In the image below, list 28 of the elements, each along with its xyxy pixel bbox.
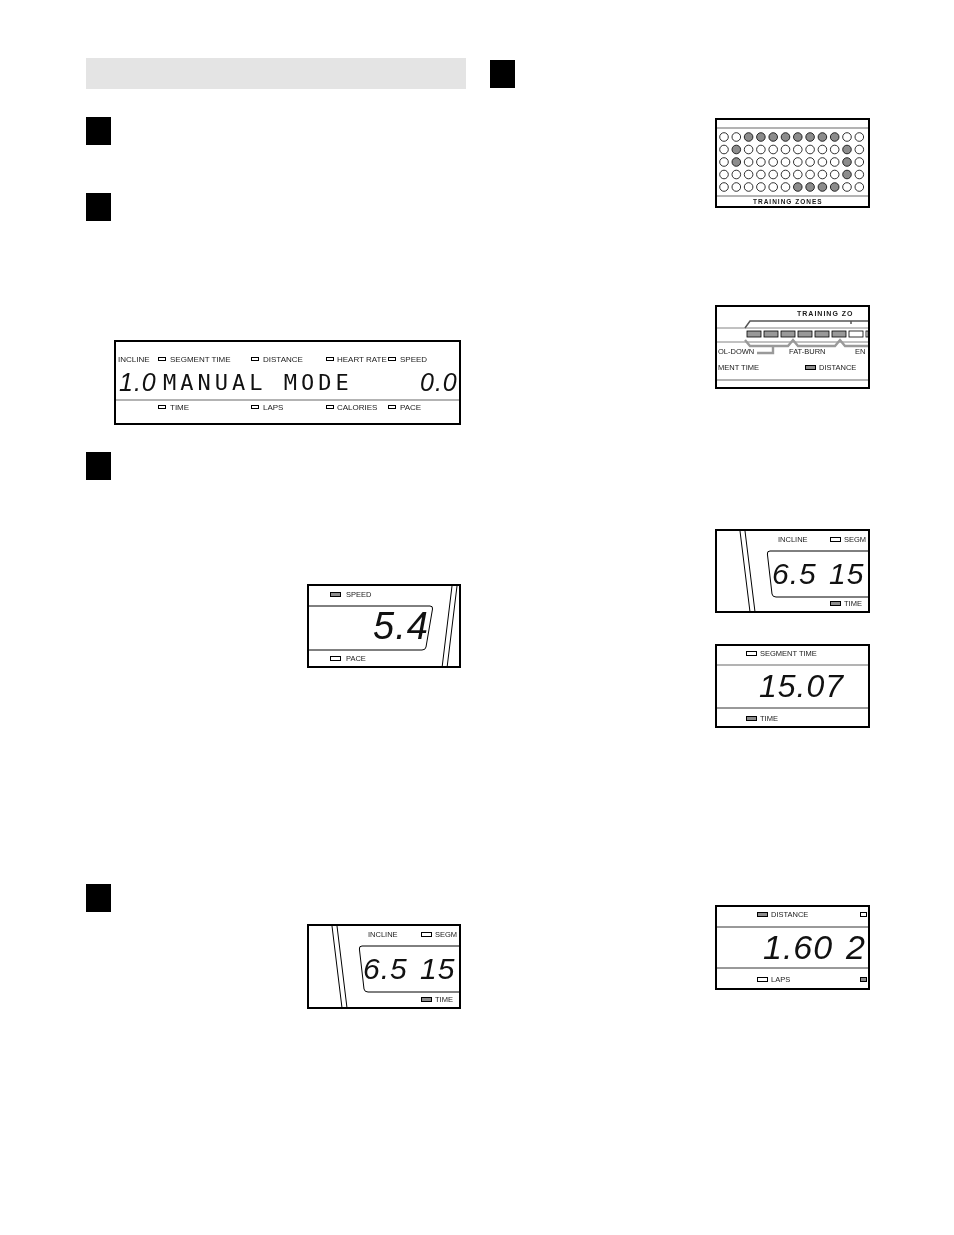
lcd-readout: 15 bbox=[420, 950, 456, 986]
display-label: SPEED bbox=[400, 354, 428, 364]
display-label: PACE bbox=[400, 402, 422, 412]
display-label: LAPS bbox=[263, 402, 284, 412]
display-panel bbox=[715, 529, 870, 613]
lcd-readout: 1.60 bbox=[763, 927, 834, 967]
lcd-readout: 0.0 bbox=[420, 367, 458, 397]
lcd-readout: 2 bbox=[846, 927, 866, 967]
display-panel bbox=[715, 644, 870, 728]
display-label: HEART RATE bbox=[337, 354, 387, 364]
display-label: TIME bbox=[170, 402, 190, 412]
lcd-readout: 1.0 bbox=[119, 367, 157, 397]
display-label: INCLINE bbox=[118, 354, 150, 364]
display-panel bbox=[715, 305, 870, 389]
display-panel bbox=[307, 924, 461, 1009]
lcd-readout: 5.4 bbox=[373, 604, 429, 648]
display-panel bbox=[114, 340, 461, 425]
lcd-readout: MANUAL MODE bbox=[163, 369, 353, 395]
lcd-readout: 6.5 bbox=[363, 950, 408, 986]
display-label: CALORIES bbox=[337, 402, 378, 412]
display-label: DISTANCE bbox=[263, 354, 303, 364]
display-panel bbox=[715, 905, 870, 990]
lcd-readout: 15.07 bbox=[759, 667, 845, 705]
display-panel bbox=[307, 584, 461, 668]
display-label: SEGMENT TIME bbox=[170, 354, 231, 364]
lcd-readout: 15 bbox=[829, 555, 865, 591]
lcd-readout: 6.5 bbox=[772, 555, 817, 591]
display-panel bbox=[715, 118, 870, 208]
